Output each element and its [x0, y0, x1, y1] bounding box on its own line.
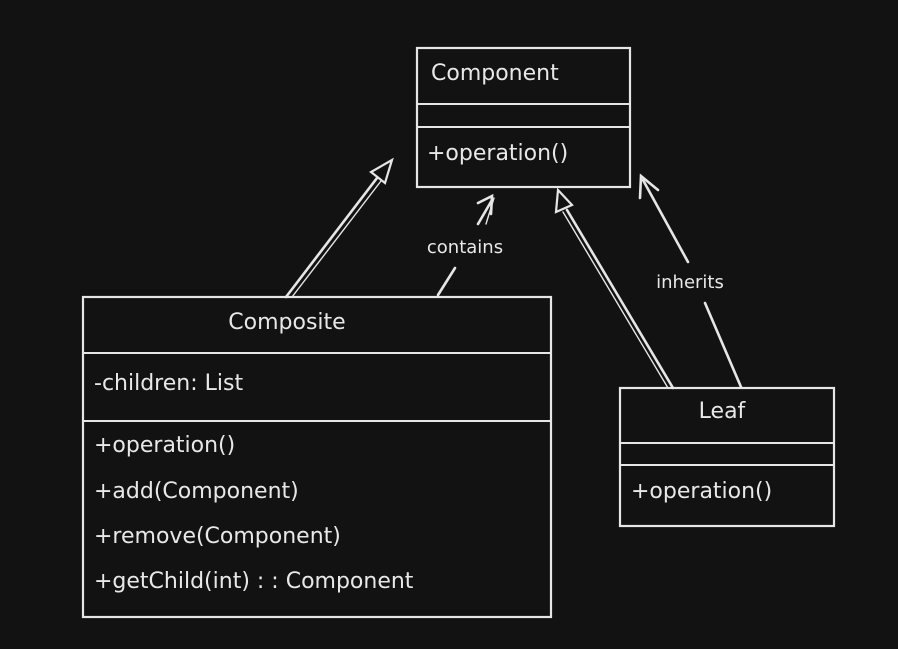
class-method: +getChild(int) : : Component	[94, 569, 414, 594]
open-arrowhead-icon	[638, 173, 660, 200]
class-method: +add(Component)	[94, 479, 299, 504]
class-method: +operation()	[427, 141, 568, 166]
edge-composite-inherits-component	[284, 157, 394, 299]
edge-leaf-inherits-component	[554, 187, 675, 390]
class-method: +remove(Component)	[94, 524, 341, 549]
class-method: +operation()	[94, 433, 235, 458]
class-name: Component	[431, 61, 559, 86]
edge-label-inherits: inherits	[656, 272, 724, 293]
class-name: Leaf	[699, 399, 747, 424]
class-name: Composite	[228, 310, 345, 335]
class-composite: Composite -children: List +operation() +…	[81, 295, 553, 619]
class-method: +operation()	[631, 479, 772, 504]
class-leaf: Leaf +operation()	[618, 386, 836, 528]
class-attribute: -children: List	[94, 371, 243, 396]
edge-composite-contains-component: contains	[427, 193, 503, 297]
inheritance-arrowhead-icon	[554, 187, 574, 214]
class-component: Component +operation()	[415, 46, 632, 189]
edge-label-contains: contains	[427, 237, 503, 258]
inheritance-arrowhead-icon	[369, 157, 394, 185]
edge-leaf-inherits-label-component: inherits	[638, 173, 743, 389]
